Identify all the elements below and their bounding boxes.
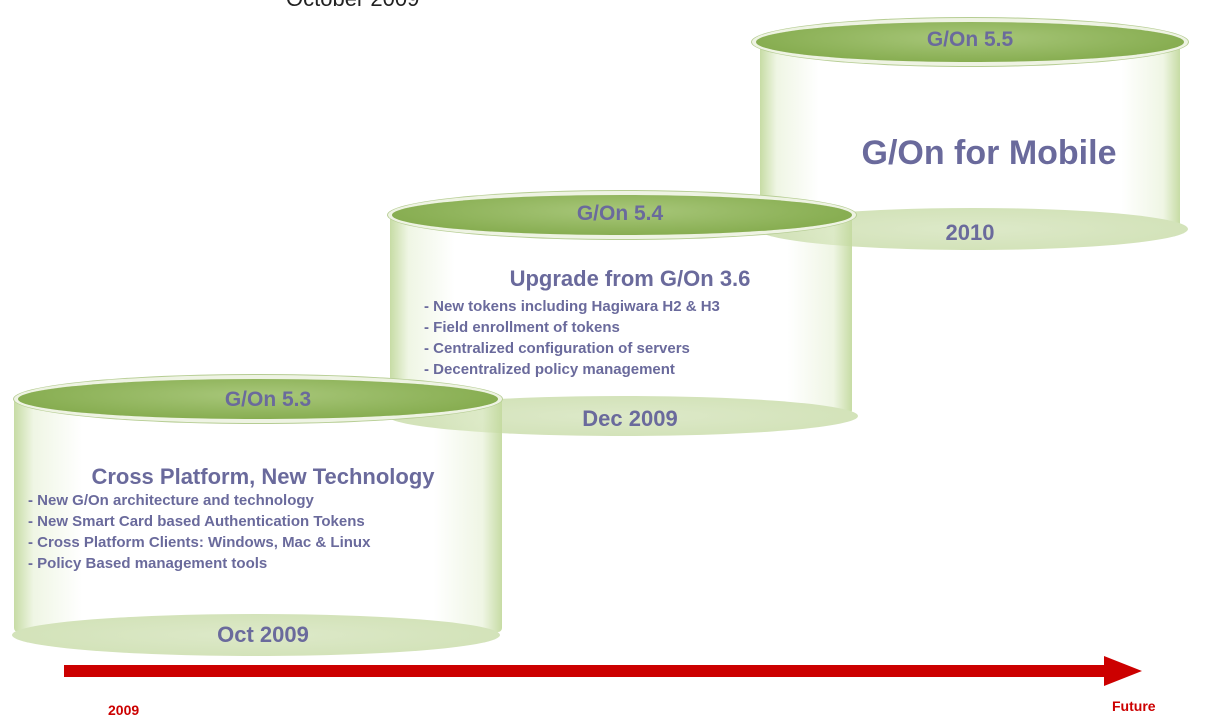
release-date: Dec 2009 [582, 406, 678, 431]
feature-item: Centralized configuration of servers [424, 338, 720, 359]
version-label: G/On 5.4 [576, 202, 664, 225]
release-date: 2010 [945, 220, 995, 245]
cylinder-top [756, 22, 1184, 62]
cylinder-top [18, 379, 498, 419]
timeline-start-label: 2009 [108, 702, 140, 718]
release-date: Oct 2009 [217, 622, 309, 647]
cylinder-base [12, 614, 500, 656]
feature-item: Decentralized policy management [424, 359, 720, 380]
feature-list: New tokens including Hagiwara H2 & H3 Fi… [424, 296, 720, 380]
timeline-end-label: Future [1112, 698, 1156, 714]
release-cylinder-5-4: G/On 5.4 Upgrade from G/On 3.6 New token… [380, 192, 860, 436]
version-label: G/On 5.3 [224, 388, 312, 411]
feature-list: New G/On architecture and technology New… [28, 490, 370, 574]
release-cylinder-5-5: G/On 5.5 G/On for Mobile 2010 [750, 20, 1190, 250]
page-subtitle: October 2009 [286, 0, 419, 12]
feature-item: New G/On architecture and technology [28, 490, 370, 511]
feature-item: Field enrollment of tokens [424, 317, 720, 338]
feature-item: Policy Based management tools [28, 553, 370, 574]
feature-item: Cross Platform Clients: Windows, Mac & L… [28, 532, 370, 553]
version-label: G/On 5.5 [926, 28, 1014, 51]
release-heading: G/On for Mobile [861, 134, 1117, 172]
feature-item: New Smart Card based Authentication Toke… [28, 511, 370, 532]
release-heading: Upgrade from G/On 3.6 [509, 266, 751, 291]
release-heading: Cross Platform, New Technology [91, 464, 435, 489]
release-cylinder-5-3: G/On 5.3 Cross Platform, New Technology … [8, 376, 508, 660]
timeline-arrow [64, 656, 1142, 686]
feature-item: New tokens including Hagiwara H2 & H3 [424, 296, 720, 317]
cylinder-top [392, 195, 852, 235]
